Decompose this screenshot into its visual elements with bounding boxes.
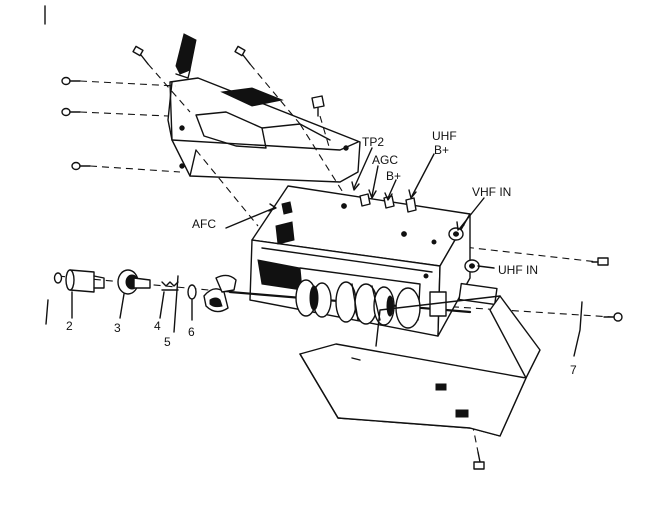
bottom-cover [299, 295, 541, 437]
part-number-6: 6 [188, 325, 195, 339]
part-4-spring [161, 281, 179, 291]
label-uhf-b-plus-line2: B+ [434, 143, 449, 157]
part-5-clip [173, 275, 179, 333]
part-6-washer [187, 284, 197, 300]
label-leaders [71, 147, 495, 321]
part-ring-left [45, 272, 63, 325]
label-afc: AFC [192, 217, 216, 231]
label-uhf-in: UHF IN [498, 263, 538, 277]
part-number-3: 3 [114, 321, 121, 335]
jack-screw [591, 257, 609, 266]
nut-right [311, 95, 325, 117]
part-number-2: 2 [66, 319, 73, 333]
bracket-clip [175, 33, 197, 79]
part-number-5: 5 [164, 335, 171, 349]
side-screw-3 [71, 161, 91, 171]
label-agc: AGC [372, 153, 398, 167]
top-screw-right [234, 45, 251, 65]
bottom-screw [473, 451, 485, 470]
label-uhf-b-plus-line1: UHF [432, 129, 457, 143]
label-b-plus: B+ [386, 169, 401, 183]
part-number-4: 4 [154, 319, 161, 333]
part-3-knob [117, 269, 151, 295]
part-2-knob-sleeve [65, 269, 105, 293]
top-screw-left [132, 45, 149, 65]
side-screw-1 [61, 76, 81, 86]
uhf-in-jack [464, 259, 480, 273]
label-tp2: TP2 [362, 135, 384, 149]
mounting-bracket [167, 77, 361, 183]
side-screw-2 [61, 107, 81, 117]
part-number-7: 7 [570, 363, 577, 377]
vhf-in-jack [448, 227, 464, 241]
fine-tune-knob [203, 274, 237, 313]
label-vhf-in: VHF IN [472, 185, 511, 199]
right-screw [603, 312, 623, 322]
item-7-leader [573, 301, 583, 357]
